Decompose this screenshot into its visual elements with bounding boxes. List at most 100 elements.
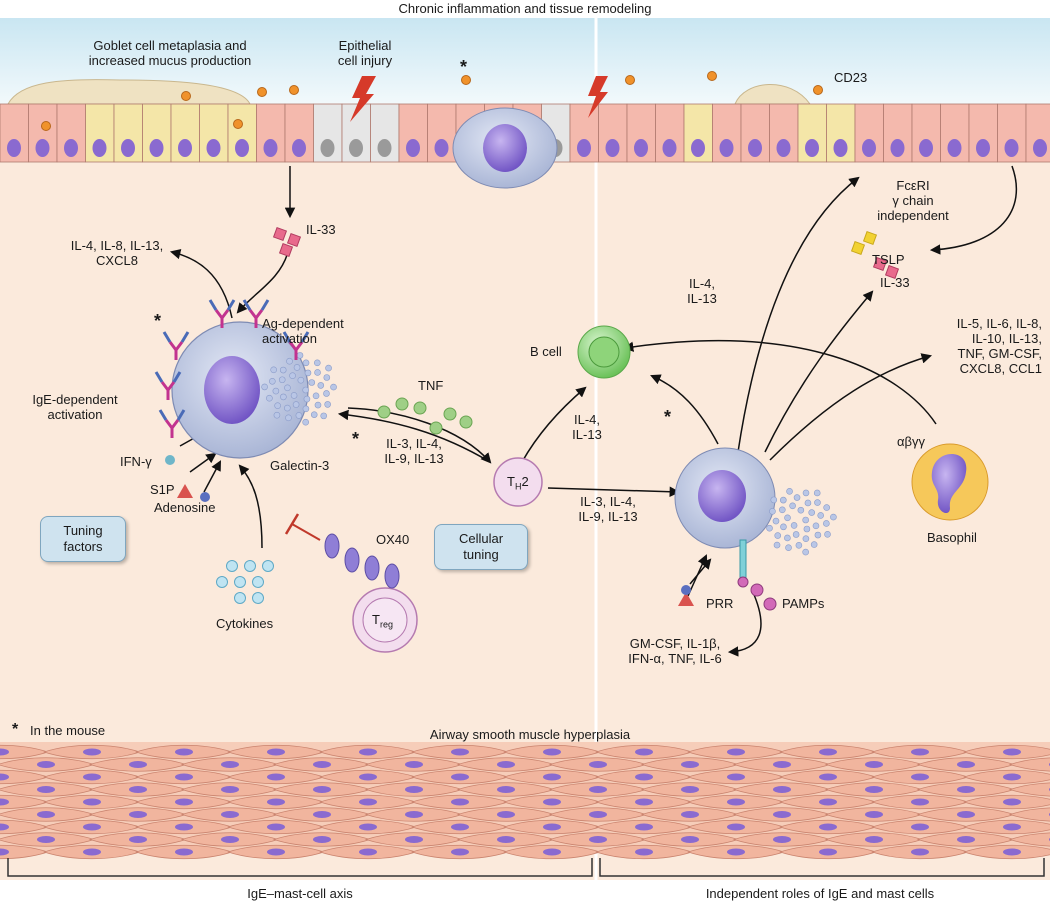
smooth-muscle-label: Airway smooth muscle hyperplasia — [429, 727, 631, 742]
arrow-mastcell-cytokines — [169, 248, 233, 319]
muscle-nucleus — [221, 836, 239, 843]
muscle-nucleus — [957, 811, 975, 818]
granule — [290, 392, 298, 399]
epithelial-nucleus — [320, 139, 335, 157]
b-cell — [577, 325, 631, 379]
granule — [785, 544, 792, 552]
muscle-nucleus — [405, 836, 423, 843]
arrow-th2-mastcell — [337, 409, 491, 463]
granule — [314, 359, 321, 367]
prr-bound-pamp — [737, 576, 749, 588]
muscle-nucleus — [635, 823, 653, 831]
granule — [803, 525, 811, 533]
granule — [817, 512, 825, 519]
axis-left-label: IgE–mast-cell axis — [247, 886, 353, 901]
epithelial-nucleus — [263, 139, 278, 157]
fc-receptor — [288, 341, 304, 360]
granule — [773, 541, 781, 549]
granule — [323, 390, 330, 397]
ifng-label: IFN-γ — [120, 454, 152, 469]
granule — [769, 508, 776, 515]
lightning-injury-left — [350, 76, 376, 122]
ox40-ligand — [344, 547, 360, 573]
muscle-nucleus — [589, 786, 607, 793]
muscle-nucleus — [359, 798, 377, 806]
granule — [284, 404, 291, 412]
abgg-label: αβγγ — [897, 434, 925, 449]
arrow-basophil-bcell — [622, 340, 937, 425]
arrow-s1p — [189, 452, 217, 473]
antigen-dot — [181, 91, 191, 101]
epithelial-nucleus — [149, 139, 164, 157]
ige-antibody — [282, 331, 310, 343]
muscle-nucleus — [175, 848, 193, 856]
cytokine-dot — [226, 560, 238, 572]
arrow-mastcell-epithelium — [737, 176, 860, 453]
muscle-nucleus — [681, 761, 699, 768]
cytokine-dot — [244, 560, 256, 572]
il-34913-left: IL-3, IL-4, IL-9, IL-13 — [384, 436, 444, 466]
mouse-note: In the mouse — [30, 723, 106, 738]
granule — [302, 418, 309, 426]
muscle-nucleus — [267, 773, 285, 781]
tuning-factors-box: Tuning factors — [40, 516, 126, 562]
s1p-label: S1P — [150, 482, 175, 497]
muscle-nucleus — [819, 773, 837, 781]
granule — [814, 499, 821, 506]
muscle-nucleus — [83, 848, 101, 856]
muscle-nucleus — [313, 761, 331, 768]
bracket-left — [7, 858, 593, 877]
epithelial-nucleus — [662, 139, 677, 157]
granule — [270, 366, 277, 374]
muscle-nucleus — [359, 848, 377, 856]
muscle-nucleus — [175, 773, 193, 781]
ag-activation-label: Ag-dependent activation — [262, 316, 344, 346]
epithelial-nucleus — [833, 139, 848, 157]
muscle-nucleus — [589, 811, 607, 818]
th2-label: TH2 — [507, 474, 529, 492]
muscle-nucleus — [359, 823, 377, 831]
star-mark: * — [460, 57, 468, 77]
cellular-tuning-box: Cellular tuning — [434, 524, 528, 570]
antigen-dot — [257, 87, 267, 97]
muscle-nucleus — [175, 748, 193, 756]
muscle-nucleus — [313, 811, 331, 818]
epithelial-nucleus — [235, 139, 249, 157]
antigen-dot — [41, 121, 51, 131]
treg-inhibition-bar — [284, 513, 300, 535]
gmcsf-list: GM-CSF, IL-1β, IFN-α, TNF, IL-6 — [628, 636, 722, 666]
diagram-title: Chronic inflammation and tissue remodeli… — [398, 1, 652, 16]
granule — [273, 411, 281, 419]
muscle-nucleus — [129, 786, 147, 793]
mast-cell-right — [674, 447, 776, 549]
epithelial-nucleus — [976, 139, 990, 157]
granule — [280, 393, 287, 401]
muscle-nucleus — [359, 748, 377, 756]
granule — [269, 377, 276, 385]
muscle-nucleus — [911, 773, 929, 781]
muscle-nucleus — [267, 848, 285, 856]
epithelial-nucleus — [719, 139, 734, 157]
muscle-cell — [1008, 832, 1050, 847]
muscle-nucleus — [819, 848, 837, 856]
muscle-nucleus — [221, 761, 239, 768]
granule — [808, 509, 816, 516]
epithelial-nucleus — [1004, 139, 1019, 157]
tslp-square — [862, 230, 878, 246]
muscle-nucleus — [773, 761, 791, 768]
muscle-nucleus — [497, 811, 515, 818]
tslp-label: TSLP — [872, 252, 905, 267]
granule — [289, 372, 296, 380]
muscle-nucleus — [727, 748, 745, 756]
epithelial-nucleus — [92, 139, 107, 157]
antigen-dot — [289, 85, 299, 95]
granule — [795, 542, 803, 549]
arrow-circle-right — [689, 558, 712, 585]
granule — [772, 517, 780, 525]
granule — [774, 532, 782, 539]
cytokines-label: Cytokines — [216, 616, 274, 631]
muscle-nucleus — [451, 798, 469, 806]
granule — [284, 384, 291, 392]
muscle-nucleus — [957, 836, 975, 843]
galectin-label: Galectin-3 — [270, 458, 330, 473]
